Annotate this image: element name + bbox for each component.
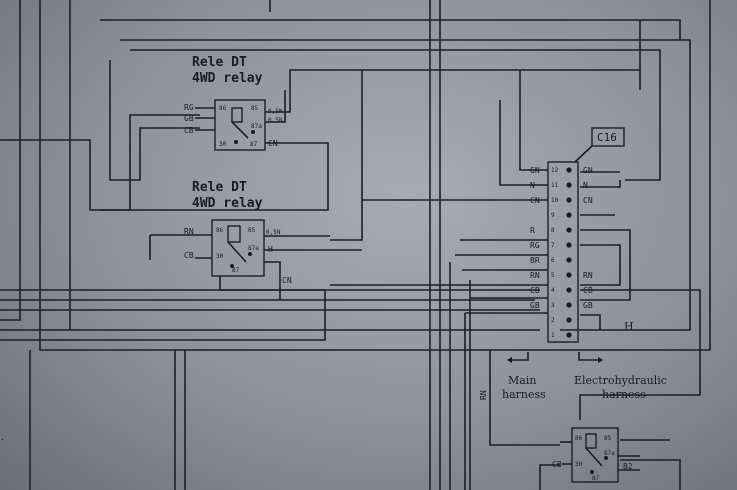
connector-pin-number: 8 <box>551 227 555 234</box>
connector-pin-dot <box>566 317 572 323</box>
relay-1-wire-05n-b: 0,5N <box>268 117 283 124</box>
relay-3-pin-85: 85 <box>604 435 612 442</box>
relay-1-pin-87: 87 <box>250 141 258 148</box>
connector-pin-dot <box>566 197 572 203</box>
connector-pin-number: 3 <box>551 302 555 309</box>
relay-1-wire-gb: GB <box>184 114 194 123</box>
relay-2-wire-05n: 0,5N <box>266 229 281 236</box>
relay-1-pin-87a: 87a <box>251 123 262 130</box>
relay-3-pin-86: 86 <box>575 435 583 442</box>
relay-1-wire-cb: CB <box>184 126 194 135</box>
relay-3-pin-30: 30 <box>575 461 583 468</box>
connector-label-box <box>591 127 625 147</box>
relay-1-title-it: Rele DT <box>192 55 247 70</box>
relay-2-title-en: 4WD relay <box>192 196 263 211</box>
relay-1-body <box>214 99 266 151</box>
connector-pin-dot <box>566 167 572 173</box>
relay-3-body <box>571 427 619 483</box>
connector-pin-number: 1 <box>551 332 555 339</box>
relay-2-pin-87a: 87a <box>248 245 259 252</box>
relay-3: 86 85 87a 30 87 CB B2 <box>552 427 640 483</box>
connector-pin-dot <box>566 242 572 248</box>
connector-pin-dot <box>566 272 572 278</box>
relay-2-pin-85: 85 <box>248 227 256 234</box>
connector-left-wire-label: GB <box>530 301 540 310</box>
relay-1-pin-86: 86 <box>219 105 227 112</box>
connector-left-wire-label: GN <box>530 166 540 175</box>
relay-2-body <box>211 219 265 277</box>
connector-pin-dot <box>566 227 572 233</box>
relay-1-coil <box>231 107 243 123</box>
relay-2-wire-cn: CN <box>282 276 292 285</box>
relay-1: Rele DT 4WD relay 86 85 87a 30 87 RG GB … <box>100 55 640 211</box>
relay-3-wire-b2: B2 <box>623 462 633 471</box>
connector-right-wire-label: CN <box>583 196 593 205</box>
relay-3-coil <box>585 433 597 449</box>
relay-2-coil <box>227 225 241 243</box>
connector-pin-number: 2 <box>551 317 555 324</box>
connector-left-wire-label: CN <box>530 196 540 205</box>
relay-2-wire-h: H <box>268 245 273 254</box>
relay-1-pin-30: 30 <box>219 141 227 148</box>
connector-left-wire-label: CB <box>530 286 540 295</box>
relay-2-pin-86: 86 <box>216 227 224 234</box>
main-harness-line1: Main <box>508 374 536 387</box>
connector-pin-dot <box>566 302 572 308</box>
connector-pin-number: 7 <box>551 242 555 249</box>
connector-right-wire-label: CB <box>583 286 593 295</box>
relay-1-wire-rg: RG <box>184 103 194 112</box>
connector-left-wire-label: RG <box>530 241 540 250</box>
wire-network <box>0 0 711 490</box>
connector-right-wire-label: N <box>583 181 588 190</box>
electro-harness-line2: harness <box>602 388 646 401</box>
relay-3-wire-cb: CB <box>552 460 562 469</box>
relay-2-pin-87: 87 <box>232 267 240 274</box>
relay-3-pin-87a: 87a <box>604 450 615 457</box>
connector-pin-dot <box>566 257 572 263</box>
connector-label: C16 <box>597 131 617 144</box>
relay-1-wire-cn: CN <box>268 139 278 148</box>
connector-right-wire-label: GB <box>583 301 593 310</box>
relay-1-pin-85: 85 <box>251 105 259 112</box>
relay-2-pin-30: 30 <box>216 253 224 260</box>
relay-1-title-en: 4WD relay <box>192 71 263 86</box>
connector-pin-number: 9 <box>551 212 555 219</box>
connector-left-wire-label: N <box>530 181 535 190</box>
relay-2-wire-rn: RN <box>184 227 194 236</box>
relay-1-wire-05n-a: 0,5N <box>268 108 283 115</box>
main-harness-line2: harness <box>502 388 546 401</box>
connector-left-wire-label: R <box>530 226 535 235</box>
connector-pin-dot <box>566 332 572 338</box>
connector-pin-number: 4 <box>551 287 555 294</box>
connector-pin-dot <box>566 287 572 293</box>
connector-pin-number: 5 <box>551 272 555 279</box>
connector-left-wire-label: RN <box>530 271 540 280</box>
relay-2: Rele DT 4WD relay 86 85 87a 30 87 RN CB … <box>0 180 362 341</box>
relay-2-wire-cb: CB <box>184 251 194 260</box>
connector-extra-label-h: H <box>624 320 634 333</box>
relay-3-pin-87: 87 <box>592 475 600 482</box>
connector-pin-number: 12 <box>551 167 559 174</box>
electro-harness-line1: Electrohydraulic <box>574 374 667 387</box>
vertical-wire-label-rn: RN <box>479 390 488 400</box>
connector-pin-number: 10 <box>551 197 559 204</box>
connector-pin-number: 6 <box>551 257 555 264</box>
connector-pin-dot <box>566 212 572 218</box>
connector-left-wire-label: BR <box>530 256 540 265</box>
connector-right-wire-label: RN <box>583 271 593 280</box>
harness-labels: Main harness Electrohydraulic harness RN <box>479 352 667 401</box>
connector-body <box>547 161 579 343</box>
svg-text:.: . <box>0 433 5 442</box>
relay-2-title-it: Rele DT <box>192 180 247 195</box>
connector-pin-dot <box>566 182 572 188</box>
connector-right-wire-label: GN <box>583 166 593 175</box>
connector-pin-number: 11 <box>551 182 559 189</box>
